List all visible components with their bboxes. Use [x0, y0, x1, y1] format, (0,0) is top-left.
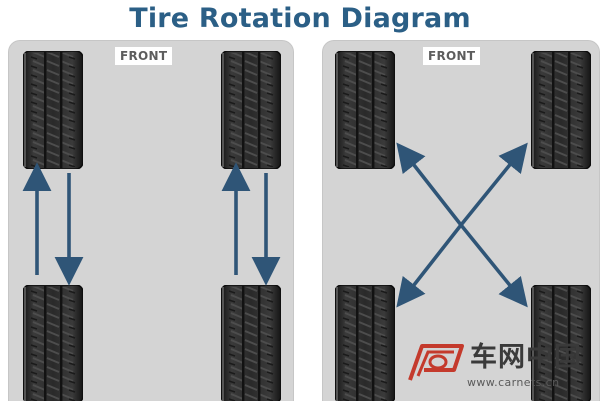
page-title: Tire Rotation Diagram — [129, 3, 471, 34]
arrow-x-to-rear-left — [396, 223, 463, 308]
watermark-logo-icon — [408, 344, 464, 381]
watermark-url: www.carnets.cn — [467, 376, 560, 389]
panel-front-to-back-rotation: FRONT — [8, 40, 294, 401]
arrow-x-to-front-right — [459, 142, 528, 227]
arrow-x-to-rear-right — [459, 223, 528, 308]
rotation-arrows — [396, 142, 528, 308]
front-label: FRONT — [115, 47, 173, 65]
watermark-name: 车网中国 — [470, 342, 582, 373]
watermark: 车网中国 www.carnets.cn — [404, 338, 600, 400]
front-label: FRONT — [423, 47, 481, 65]
rotation-arrows — [22, 162, 281, 286]
panel-x-pattern-rotation: FRONT — [322, 40, 600, 401]
arrow-x-to-front-left — [396, 142, 463, 227]
